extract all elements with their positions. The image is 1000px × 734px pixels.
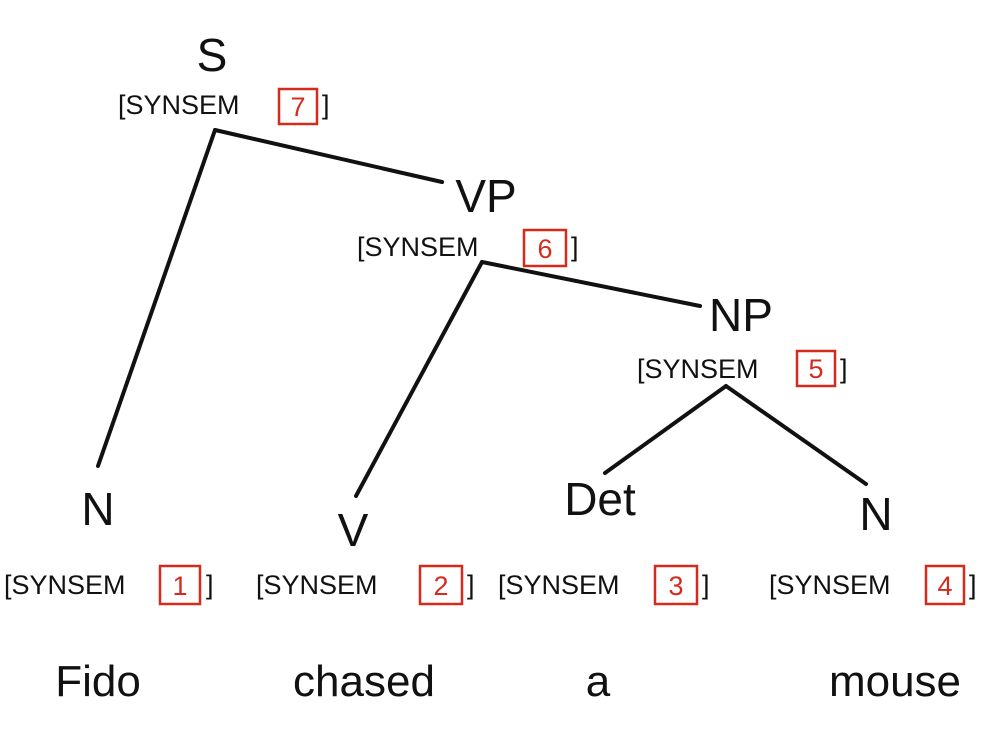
node-s-close-bracket: ] xyxy=(322,90,330,120)
node-n-mouse: N [SYNSEM 4 ] xyxy=(769,488,977,606)
edge-np-det xyxy=(603,384,728,475)
node-n-mouse-label: N xyxy=(859,488,892,540)
node-det-tag-box xyxy=(653,564,699,606)
node-vp-label: VP xyxy=(455,170,516,222)
node-v-label: V xyxy=(338,504,369,556)
node-np-tag: 5 xyxy=(808,354,823,384)
node-vp-tag: 6 xyxy=(537,234,552,264)
node-n-fido: N [SYNSEM 1 ] xyxy=(4,483,214,606)
word-fido: Fido xyxy=(55,657,141,706)
node-np-label: NP xyxy=(709,289,773,341)
tree-edges xyxy=(96,128,868,498)
node-det: Det [SYNSEM 3 ] xyxy=(498,473,710,606)
edge-s-n xyxy=(96,128,217,468)
node-np: NP [SYNSEM 5 ] xyxy=(637,289,848,388)
word-mouse: mouse xyxy=(829,657,961,706)
node-det-feature: [SYNSEM xyxy=(498,570,620,600)
node-np-tag-box xyxy=(795,349,837,388)
node-n-fido-tag-box xyxy=(158,564,202,606)
node-v-close-bracket: ] xyxy=(467,570,475,600)
node-np-close-bracket: ] xyxy=(840,354,848,384)
node-n-mouse-feature: [SYNSEM xyxy=(769,570,891,600)
node-vp-tag-box xyxy=(522,228,568,268)
node-det-close-bracket: ] xyxy=(702,570,710,600)
sentence-words: Fido chased a mouse xyxy=(55,657,961,706)
node-vp: VP [SYNSEM 6 ] xyxy=(357,170,579,268)
node-det-tag: 3 xyxy=(668,571,683,601)
edge-s-vp xyxy=(213,128,444,184)
node-v-feature: [SYNSEM xyxy=(256,570,378,600)
node-n-mouse-tag: 4 xyxy=(937,571,952,601)
node-s-label: S xyxy=(197,29,228,81)
node-s: S [SYNSEM 7 ] xyxy=(118,29,330,126)
node-n-fido-label: N xyxy=(81,483,114,535)
node-n-mouse-close-bracket: ] xyxy=(969,570,977,600)
node-s-feature: [SYNSEM xyxy=(118,90,240,120)
node-v-tag: 2 xyxy=(433,571,448,601)
word-a: a xyxy=(586,657,611,706)
node-det-label: Det xyxy=(564,473,636,525)
word-chased: chased xyxy=(293,657,435,706)
node-n-fido-close-bracket: ] xyxy=(206,570,214,600)
node-v: V [SYNSEM 2 ] xyxy=(256,504,475,606)
node-s-tag: 7 xyxy=(290,92,305,122)
node-v-tag-box xyxy=(418,564,464,606)
edge-vp-v xyxy=(354,260,484,498)
edge-vp-np xyxy=(480,260,702,308)
node-s-tag-box xyxy=(277,87,319,126)
node-n-fido-tag: 1 xyxy=(172,571,187,601)
edge-np-n xyxy=(724,384,868,486)
node-n-mouse-tag-box xyxy=(924,564,966,606)
node-n-fido-feature: [SYNSEM xyxy=(4,570,126,600)
node-vp-close-bracket: ] xyxy=(571,232,579,262)
node-vp-feature: [SYNSEM xyxy=(357,232,479,262)
node-np-feature: [SYNSEM xyxy=(637,354,759,384)
